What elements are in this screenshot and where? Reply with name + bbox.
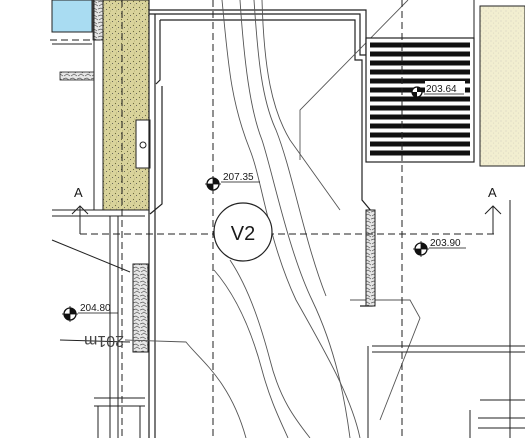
pool bbox=[51, 0, 93, 33]
gravel-strip bbox=[102, 0, 151, 211]
contour-label: 201m bbox=[84, 332, 124, 349]
stone-wall-left bbox=[132, 263, 149, 353]
spot-level-1-value: 207.35 bbox=[223, 172, 254, 183]
spot-level-3-value: 203.90 bbox=[430, 238, 461, 249]
section-label-left: A bbox=[74, 185, 83, 200]
left-walls bbox=[51, 0, 149, 438]
stone-wall-right bbox=[365, 209, 376, 307]
stone-edging-left bbox=[59, 71, 95, 81]
spot-level-2-value: 203.64 bbox=[426, 84, 457, 95]
building-outline bbox=[148, 0, 373, 438]
spot-level-4: 204.80 bbox=[62, 303, 118, 322]
view-marker: V2 bbox=[213, 202, 273, 262]
spot-level-4-value: 204.80 bbox=[80, 303, 111, 314]
contour-lines bbox=[124, 0, 421, 438]
section-label-right: A bbox=[488, 185, 497, 200]
contour-label-text: 201m bbox=[84, 332, 124, 349]
section-marker-right: A bbox=[484, 185, 502, 234]
dashed-axes bbox=[50, 0, 495, 438]
spot-level-1: 207.35 bbox=[205, 172, 260, 192]
spot-level-3: 203.90 bbox=[413, 238, 466, 257]
striped-deck bbox=[365, 37, 475, 163]
view-marker-label: V2 bbox=[231, 223, 255, 245]
right-walls bbox=[367, 200, 525, 438]
section-marker-left: A bbox=[71, 185, 89, 234]
spot-level-2: 203.64 bbox=[411, 81, 465, 98]
planter-right bbox=[473, 0, 525, 167]
